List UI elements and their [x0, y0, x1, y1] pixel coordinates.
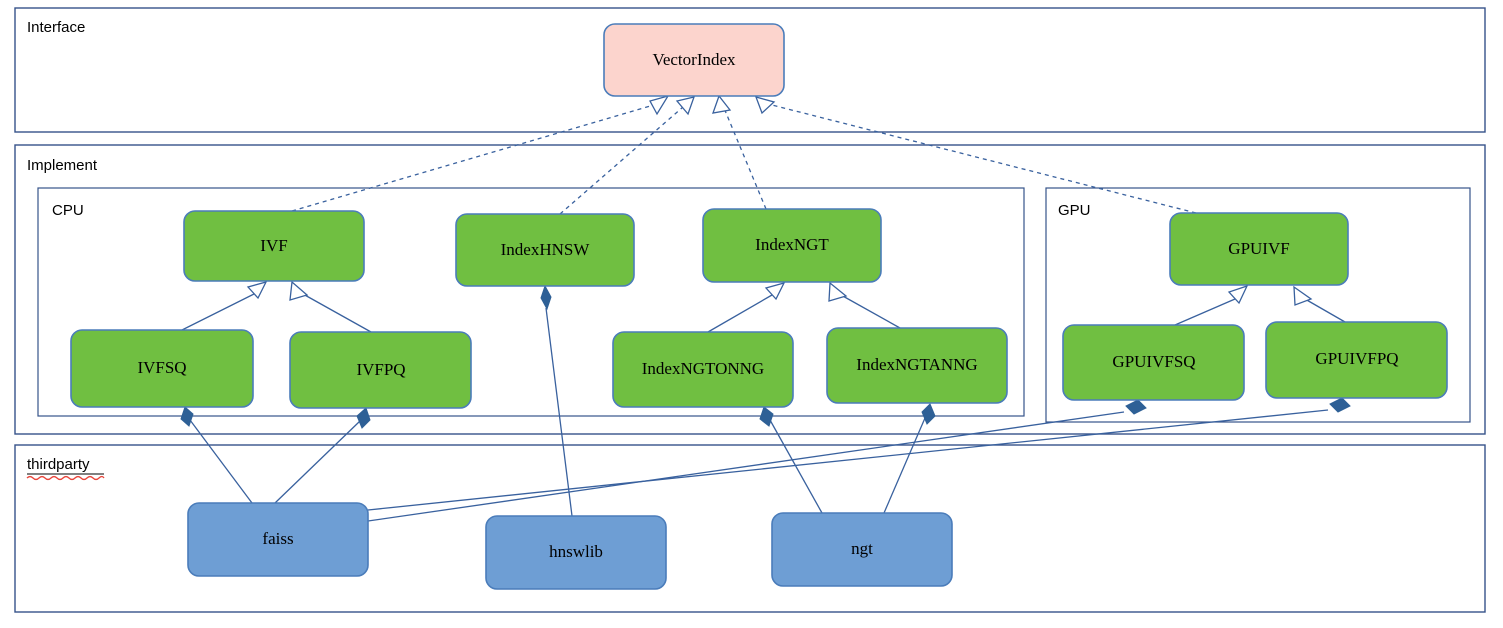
node-box-vectorindex[interactable] — [603, 23, 785, 97]
node-box-indexngt[interactable] — [702, 208, 882, 283]
edge-faiss-to-gpuivfpq — [367, 409, 1329, 511]
node-box-faiss[interactable] — [187, 502, 369, 577]
edge-gpuivf-to-vectorindex — [767, 103, 1197, 214]
diamond-faiss-to-gpuivfpq — [1329, 397, 1351, 413]
arrowhead-ivfsq-to-ivf — [246, 280, 268, 300]
group-label-thirdparty: thirdparty — [27, 456, 90, 473]
arrowhead-indexngtanng-to-indexngt — [828, 281, 848, 302]
node-label-faiss: faiss — [262, 529, 293, 548]
node-indexhnsw[interactable]: IndexHNSW — [455, 213, 635, 287]
node-hnswlib[interactable]: hnswlib — [485, 515, 667, 590]
arrowhead-gpuivfsq-to-gpuivf — [1227, 284, 1249, 305]
node-ivfpq[interactable]: IVFPQ — [289, 331, 472, 409]
group-label-implement: Implement — [27, 157, 98, 174]
edge-ngt-to-indexngtonng — [769, 419, 823, 514]
spellcheck-squiggle-icon — [26, 475, 105, 481]
node-label-hnswlib: hnswlib — [549, 542, 603, 561]
arrowhead-gpuivfpq-to-gpuivf — [1293, 285, 1313, 306]
node-label-indexhnsw: IndexHNSW — [501, 240, 591, 259]
node-label-indexngtonng: IndexNGTONNG — [642, 359, 764, 378]
node-box-ivfsq[interactable] — [70, 329, 254, 408]
arrowhead-gpuivf-to-vectorindex — [754, 96, 776, 115]
node-box-gpuivfsq[interactable] — [1062, 324, 1245, 401]
edge-group-compositions — [180, 284, 1351, 522]
node-box-indexngtanng[interactable] — [826, 327, 1008, 404]
node-box-gpuivfpq[interactable] — [1265, 321, 1448, 399]
node-box-indexngtonng[interactable] — [612, 331, 794, 408]
edge-ngt-to-indexngtanng — [883, 417, 926, 514]
arrowhead-ivfpq-to-ivf — [289, 280, 309, 301]
edge-ivfsq-to-ivf — [181, 293, 255, 331]
edge-indexhnsw-to-vectorindex — [559, 106, 684, 215]
edge-faiss-to-ivfsq — [189, 419, 253, 504]
diamond-ngt-to-indexngtonng — [759, 406, 774, 427]
node-box-indexhnsw[interactable] — [455, 213, 635, 287]
node-vectorindex[interactable]: VectorIndex — [603, 23, 785, 97]
node-indexngtanng[interactable]: IndexNGTANNG — [826, 327, 1008, 404]
edge-ivfpq-to-ivf — [302, 293, 372, 333]
edge-indexngtanng-to-indexngt — [840, 294, 901, 329]
node-label-gpuivfpq: GPUIVFPQ — [1315, 349, 1398, 368]
diamond-ngt-to-indexngtanng — [921, 403, 936, 425]
node-gpuivfsq[interactable]: GPUIVFSQ — [1062, 324, 1245, 401]
edge-faiss-to-ivfpq — [274, 420, 361, 504]
diamond-hnswlib-to-indexhnsw — [540, 284, 552, 311]
edge-faiss-to-gpuivfsq — [367, 411, 1125, 522]
edge-hnswlib-to-indexhnsw — [545, 307, 573, 517]
node-faiss[interactable]: faiss — [187, 502, 369, 577]
edge-indexngt-to-vectorindex — [723, 107, 767, 210]
edge-group-generalizations — [181, 280, 1346, 333]
node-box-ivf[interactable] — [183, 210, 365, 282]
diamond-faiss-to-ivfsq — [180, 406, 194, 427]
node-box-ngt[interactable] — [771, 512, 953, 587]
node-indexngtonng[interactable]: IndexNGTONNG — [612, 331, 794, 408]
node-ngt[interactable]: ngt — [771, 512, 953, 587]
arrowhead-indexngtonng-to-indexngt — [764, 281, 786, 301]
node-gpuivfpq[interactable]: GPUIVFPQ — [1265, 321, 1448, 399]
node-label-indexngt: IndexNGT — [755, 235, 829, 254]
diamond-faiss-to-gpuivfsq — [1125, 399, 1147, 415]
node-box-ivfpq[interactable] — [289, 331, 472, 409]
node-label-vectorindex: VectorIndex — [652, 50, 736, 69]
edge-group-realizations — [291, 94, 1197, 215]
node-gpuivf[interactable]: GPUIVF — [1169, 212, 1349, 286]
node-label-ivfsq: IVFSQ — [137, 358, 186, 377]
group-label-gpu: GPU — [1058, 202, 1091, 219]
group-label-interface: Interface — [27, 19, 85, 36]
node-label-gpuivfsq: GPUIVFSQ — [1112, 352, 1195, 371]
edge-indexngtonng-to-indexngt — [707, 294, 773, 333]
node-label-ngt: ngt — [851, 539, 873, 558]
arrowhead-indexngt-to-vectorindex — [712, 94, 732, 114]
node-box-gpuivf[interactable] — [1169, 212, 1349, 286]
arrowhead-indexhnsw-to-vectorindex — [675, 96, 696, 116]
node-label-ivfpq: IVFPQ — [356, 360, 405, 379]
node-box-hnswlib[interactable] — [485, 515, 667, 590]
edge-gpuivfsq-to-gpuivf — [1174, 298, 1236, 326]
node-label-indexngtanng: IndexNGTANNG — [856, 355, 977, 374]
diamond-faiss-to-ivfpq — [356, 407, 371, 429]
node-indexngt[interactable]: IndexNGT — [702, 208, 882, 283]
edge-gpuivfpq-to-gpuivf — [1304, 298, 1346, 323]
node-ivfsq[interactable]: IVFSQ — [70, 329, 254, 408]
node-ivf[interactable]: IVF — [183, 210, 365, 282]
arrowhead-ivf-to-vectorindex — [649, 94, 670, 116]
node-label-gpuivf: GPUIVF — [1228, 239, 1289, 258]
group-label-cpu: CPU — [52, 202, 84, 219]
node-label-ivf: IVF — [260, 236, 287, 255]
